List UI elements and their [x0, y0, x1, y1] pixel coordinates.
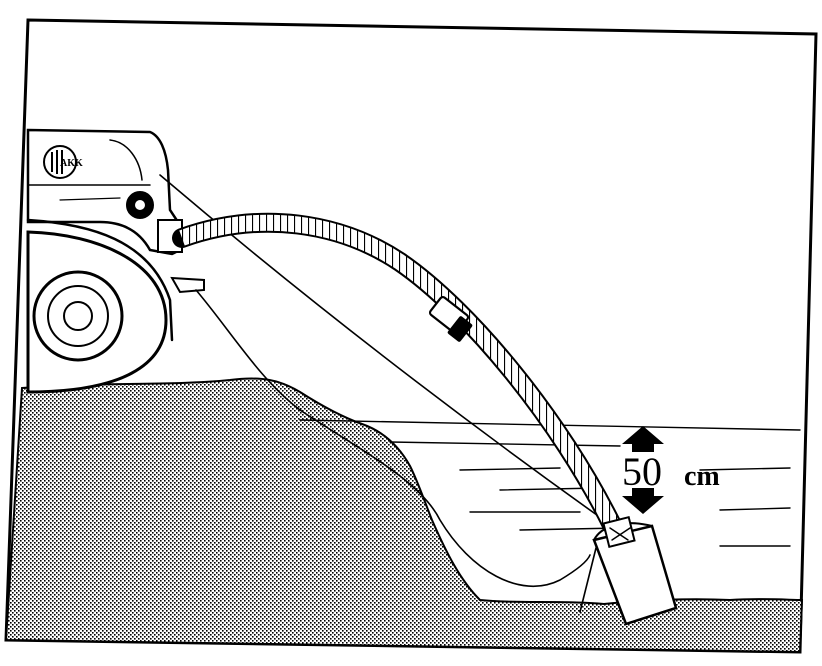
- lower-rope: [195, 289, 591, 588]
- depth-indicator: 50 cm: [622, 426, 720, 514]
- tractor-wheel: [26, 230, 168, 394]
- tractor: AKK: [26, 128, 205, 394]
- strainer-bucket: [579, 515, 678, 626]
- depth-unit: cm: [684, 461, 720, 492]
- hose-coupling: [428, 295, 473, 342]
- emblem-text: AKK: [60, 158, 83, 169]
- tractor-hitch: [170, 276, 205, 294]
- up-arrow-icon: [622, 426, 664, 452]
- river-bank-ground: [4, 377, 804, 654]
- guide-rope: [159, 174, 626, 536]
- emblem-stripes: [51, 150, 63, 174]
- depth-value: 50: [622, 449, 662, 494]
- suction-hose: [172, 212, 622, 535]
- down-arrow-icon: [622, 488, 664, 514]
